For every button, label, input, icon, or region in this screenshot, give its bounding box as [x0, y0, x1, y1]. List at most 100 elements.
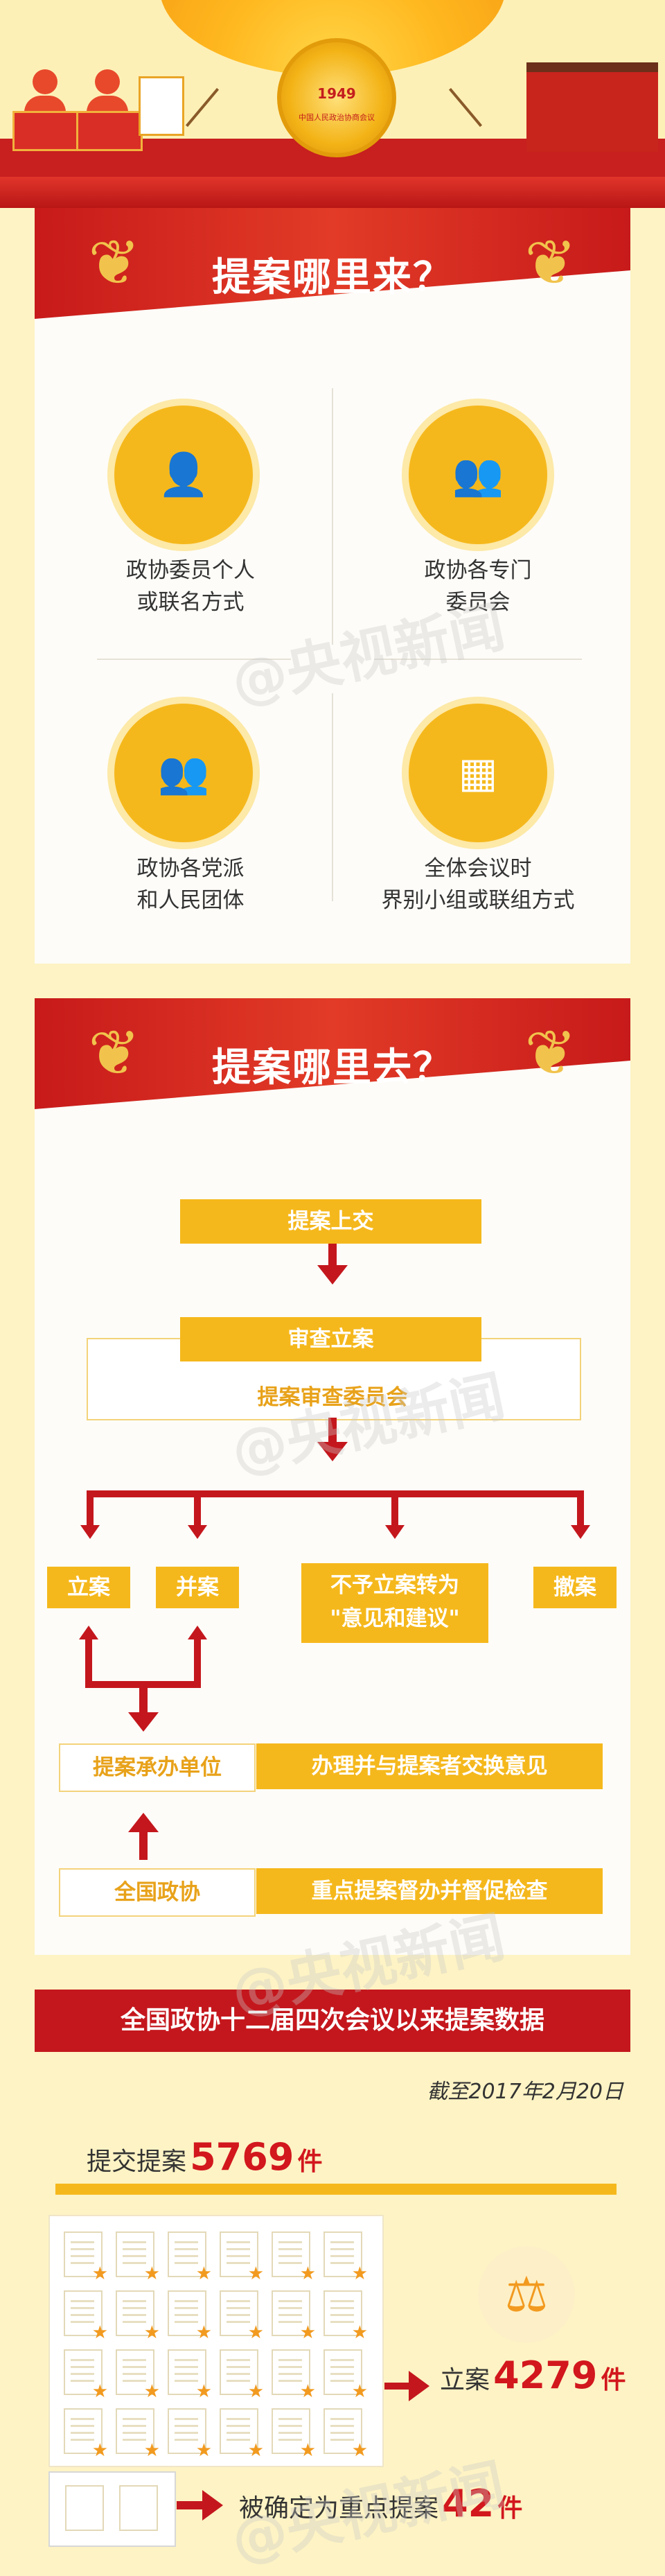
- arrow-up-icon: [128, 1813, 159, 1832]
- divider: [332, 388, 333, 645]
- stat-submitted: 提交提案 5769 件: [87, 2135, 323, 2179]
- proposal-document-icon: [139, 76, 184, 136]
- proposal-document-icon: ★: [272, 2349, 316, 2402]
- arrow-shaft: [384, 2383, 412, 2390]
- star-icon: ★: [91, 2263, 108, 2284]
- label-line: 政协各专门: [424, 558, 532, 583]
- star-icon: ★: [351, 2381, 368, 2402]
- flow-connector: [139, 1832, 148, 1860]
- section-flow-title: 提案哪里去？: [212, 1045, 453, 1090]
- stats-divider-bar: [55, 2184, 617, 2195]
- stat-submitted-label: 提交提案: [87, 2148, 187, 2176]
- star-icon: ★: [195, 2322, 212, 2343]
- source-individual-circle: 👤: [114, 406, 253, 544]
- star-icon: ★: [195, 2381, 212, 2402]
- label-line: 或联名方式: [136, 590, 245, 615]
- flow-national-cppcc: 全国政协: [59, 1868, 256, 1917]
- arrow-down-icon: [317, 1442, 348, 1461]
- proposal-document-icon: ★: [272, 2231, 316, 2284]
- branch-not-accept: 不予立案转为 "意见和建议": [301, 1563, 488, 1643]
- proposal-document-icon: ★: [64, 2290, 108, 2343]
- laurel-right-icon: ❦: [524, 1017, 577, 1090]
- label-line: 政协委员个人: [126, 558, 255, 583]
- header-illustration: 1949 中国人民政治协商会议: [0, 0, 665, 208]
- branch-merge: 并案: [156, 1567, 239, 1608]
- branch-connector: [87, 1490, 94, 1529]
- arrow-shaft: [177, 2501, 204, 2509]
- star-icon: ★: [247, 2322, 264, 2343]
- proposal-document-icon: ★: [116, 2408, 160, 2461]
- source-meeting-label: 全体会议时 界别小组或联组方式: [346, 853, 610, 916]
- flow-connector: [328, 1244, 337, 1267]
- flow-connector: [328, 1418, 337, 1445]
- label-line: 委员会: [445, 590, 511, 615]
- source-committee-label: 政协各专门 委员会: [346, 555, 610, 618]
- stat-key: 被确定为重点提案 42 件: [239, 2482, 522, 2525]
- label-line: 全体会议时: [424, 856, 532, 881]
- magnified-document-icon: [119, 2485, 158, 2531]
- star-icon: ★: [91, 2322, 108, 2343]
- proposal-document-icon: ★: [116, 2349, 160, 2402]
- arrow-down-icon: [571, 1525, 590, 1539]
- parties-icon: 👥: [157, 749, 210, 797]
- source-parties-label: 政协各党派 和人民团体: [59, 853, 322, 916]
- star-icon: ★: [247, 2440, 264, 2461]
- branch-not-accept-line: "意见和建议": [330, 1606, 460, 1631]
- flow-handling-unit: 提案承办单位: [59, 1743, 256, 1792]
- branch-connector: [577, 1490, 584, 1529]
- proposal-document-icon: ★: [323, 2290, 368, 2343]
- stats-title: 全国政协十二届四次会议以来提案数据: [35, 1990, 630, 2052]
- arrow-down-icon: [188, 1525, 207, 1539]
- microphone-icon: [185, 87, 220, 128]
- stat-accepted-value: 4279: [493, 2353, 598, 2397]
- star-icon: ★: [247, 2263, 264, 2284]
- flow-submit: 提案上交: [180, 1199, 481, 1244]
- star-icon: ★: [299, 2263, 316, 2284]
- star-icon: ★: [351, 2263, 368, 2284]
- proposal-document-icon: ★: [64, 2231, 108, 2284]
- person-icon: 👤: [157, 451, 210, 499]
- proposal-document-icon: ★: [220, 2408, 264, 2461]
- desk-1: [12, 111, 79, 151]
- proposal-document-icon: ★: [116, 2231, 160, 2284]
- magnified-document-icon: [65, 2485, 104, 2531]
- stat-key-unit: 件: [497, 2494, 523, 2523]
- proposal-document-icon: ★: [168, 2408, 212, 2461]
- divider: [97, 659, 291, 660]
- source-meeting-circle: ▦: [409, 704, 547, 842]
- proposal-document-icon: ★: [168, 2290, 212, 2343]
- gavel-icon: ⚖: [478, 2246, 575, 2343]
- source-individual-label: 政协委员个人 或联名方式: [59, 555, 322, 618]
- laurel-left-icon: ❦: [88, 227, 141, 299]
- tiananmen-gate-icon: [526, 62, 658, 152]
- star-icon: ★: [299, 2381, 316, 2402]
- stat-submitted-value: 5769: [190, 2135, 294, 2179]
- flow-supervision: 重点提案督办并督促检查: [256, 1868, 603, 1914]
- proposal-document-icon: ★: [168, 2349, 212, 2402]
- microphone-icon: [448, 87, 483, 128]
- stat-accepted-label: 立案: [440, 2366, 490, 2394]
- flow-handling-action: 办理并与提案者交换意见: [256, 1743, 603, 1789]
- proposal-document-icon: ★: [272, 2290, 316, 2343]
- merge-bar: [85, 1681, 201, 1688]
- label-line: 政协各党派: [136, 856, 245, 881]
- arrow-up-icon: [79, 1626, 98, 1639]
- proposal-document-icon: ★: [168, 2231, 212, 2284]
- source-parties-circle: 👥: [114, 704, 253, 842]
- stats-as-of: 截至2017年2月20日: [427, 2080, 623, 2104]
- divider: [332, 693, 333, 901]
- curtain: [0, 177, 665, 208]
- star-icon: ★: [195, 2263, 212, 2284]
- section-flow-panel: [35, 998, 630, 1955]
- label-line: 和人民团体: [136, 888, 245, 913]
- laurel-right-icon: ❦: [524, 227, 577, 299]
- stat-submitted-unit: 件: [297, 2148, 323, 2176]
- section-sources-title: 提案哪里来？: [212, 255, 453, 300]
- emblem-caption: 中国人民政治协商会议: [299, 113, 375, 122]
- star-icon: ★: [299, 2440, 316, 2461]
- flow-committee: 提案审查委员会: [257, 1385, 408, 1410]
- arrow-down-icon: [385, 1525, 405, 1539]
- branch-bar: [87, 1490, 584, 1497]
- star-icon: ★: [91, 2381, 108, 2402]
- proposal-document-icon: ★: [220, 2231, 264, 2284]
